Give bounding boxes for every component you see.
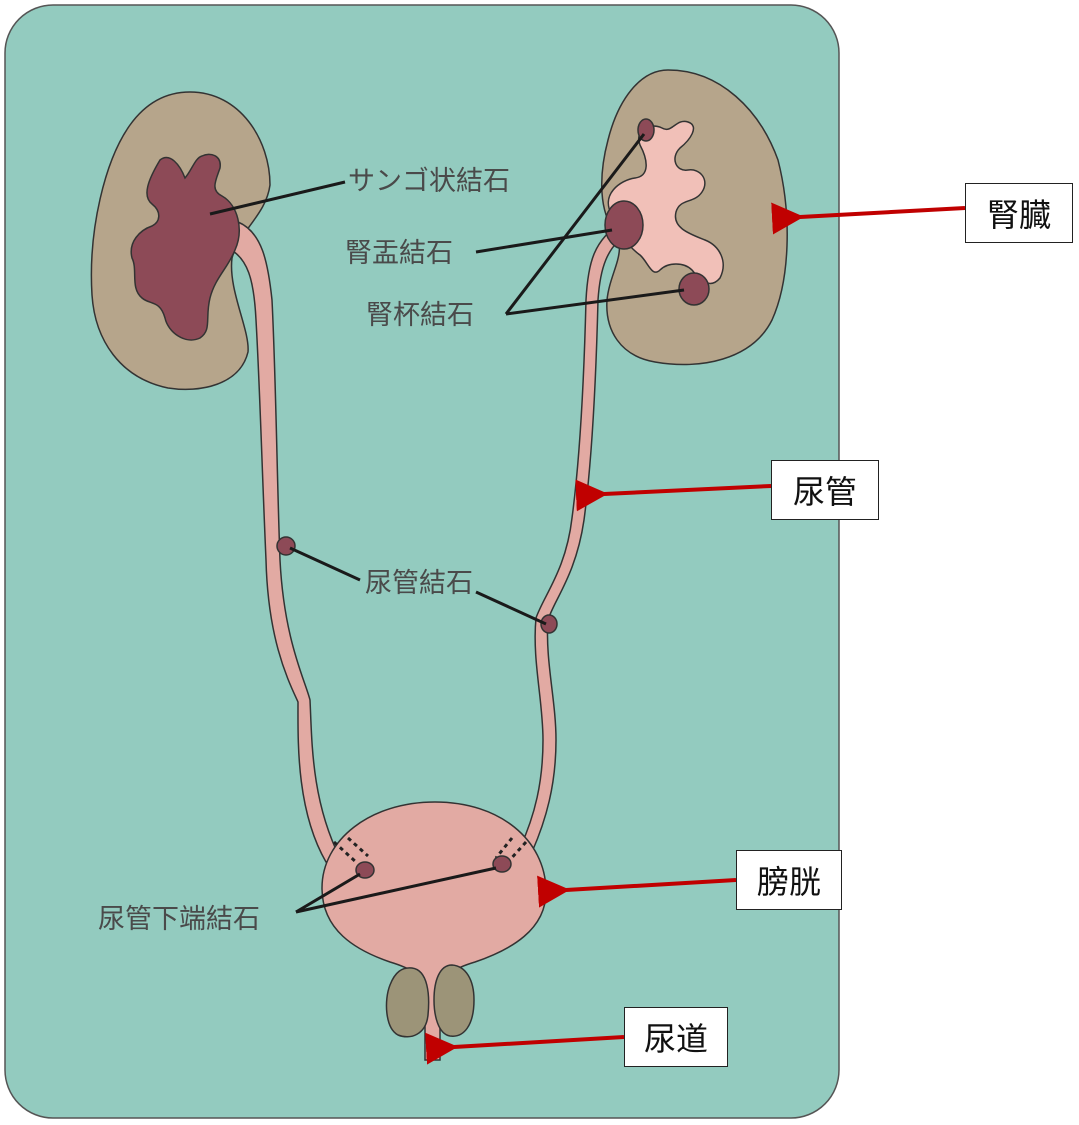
- right-lower-ureteral-stone: [492, 855, 512, 873]
- callout-urethra: 尿道: [624, 1007, 728, 1067]
- staghorn-stone: [130, 153, 240, 341]
- renal-pelvis-stone: [604, 200, 644, 250]
- prostate-lobe-right: [433, 964, 475, 1037]
- label-staghorn-stone: サンゴ状結石: [348, 166, 510, 197]
- prostate-lobe-left: [385, 967, 430, 1038]
- right-ureteral-stone: [540, 614, 558, 634]
- left-ureteral-stone: [276, 536, 296, 556]
- left-ureter-intramural-dashes: [332, 836, 370, 864]
- left-lower-ureteral-stone: [355, 861, 375, 879]
- callout-arrows: [425, 202, 966, 1065]
- label-lower-ureteral-stone: 尿管下端結石: [98, 904, 260, 935]
- callout-ureter: 尿管: [771, 460, 879, 520]
- callout-kidney: 腎臓: [965, 183, 1073, 243]
- label-pelvis-stone: 腎盂結石: [345, 238, 453, 269]
- leader-lines: [209, 133, 685, 914]
- callout-bladder: 膀胱: [736, 850, 842, 910]
- label-calyx-stone: 腎杯結石: [366, 300, 474, 331]
- lower-calyx-stone: [678, 272, 710, 306]
- label-ureteral-stone: 尿管結石: [365, 568, 473, 599]
